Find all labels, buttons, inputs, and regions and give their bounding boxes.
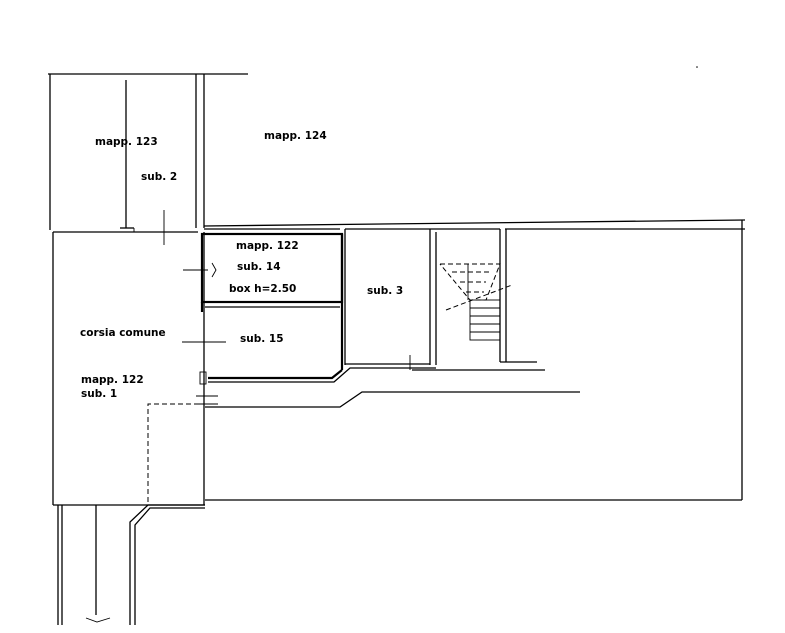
sub-3-outline <box>344 229 545 371</box>
corsia-comune-outline <box>52 231 205 625</box>
corridor-edge <box>196 391 580 408</box>
label-corsia-comune: corsia comune <box>80 327 166 339</box>
label-sub-2: sub. 2 <box>141 171 178 183</box>
parcel-124-boundary <box>203 219 746 501</box>
label-sub-15: sub. 15 <box>240 333 284 345</box>
label-mapp-123: mapp. 123 <box>95 136 158 148</box>
label-box-height: box h=2.50 <box>229 283 297 295</box>
label-mapp-122-box: mapp. 122 <box>236 240 299 252</box>
label-sub-14: sub. 14 <box>237 261 281 273</box>
label-sub-1: sub. 1 <box>81 388 118 400</box>
label-mapp-122-main: mapp. 122 <box>81 374 144 386</box>
label-mapp-124: mapp. 124 <box>264 130 327 142</box>
stray-mark <box>696 66 698 68</box>
box-sub-14-outline <box>182 232 436 385</box>
label-sub-3: sub. 3 <box>367 285 404 297</box>
stair-symbol <box>439 229 537 363</box>
parcel-123-outline <box>48 73 248 245</box>
